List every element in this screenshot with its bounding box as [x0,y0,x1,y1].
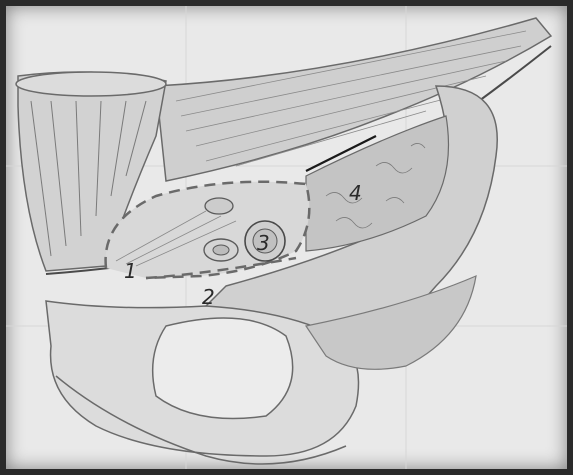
muscle-top-cap [16,72,166,96]
label-1: 1 [124,259,137,283]
obturator-foramen [153,318,293,419]
anatomical-sketch: 1 2 3 4 [6,6,573,475]
label-4: 4 [349,181,362,205]
label-2: 2 [202,285,215,309]
label-3: 3 [257,231,270,255]
femoral-vein-lumen [213,245,229,255]
small-vessel [205,198,233,214]
